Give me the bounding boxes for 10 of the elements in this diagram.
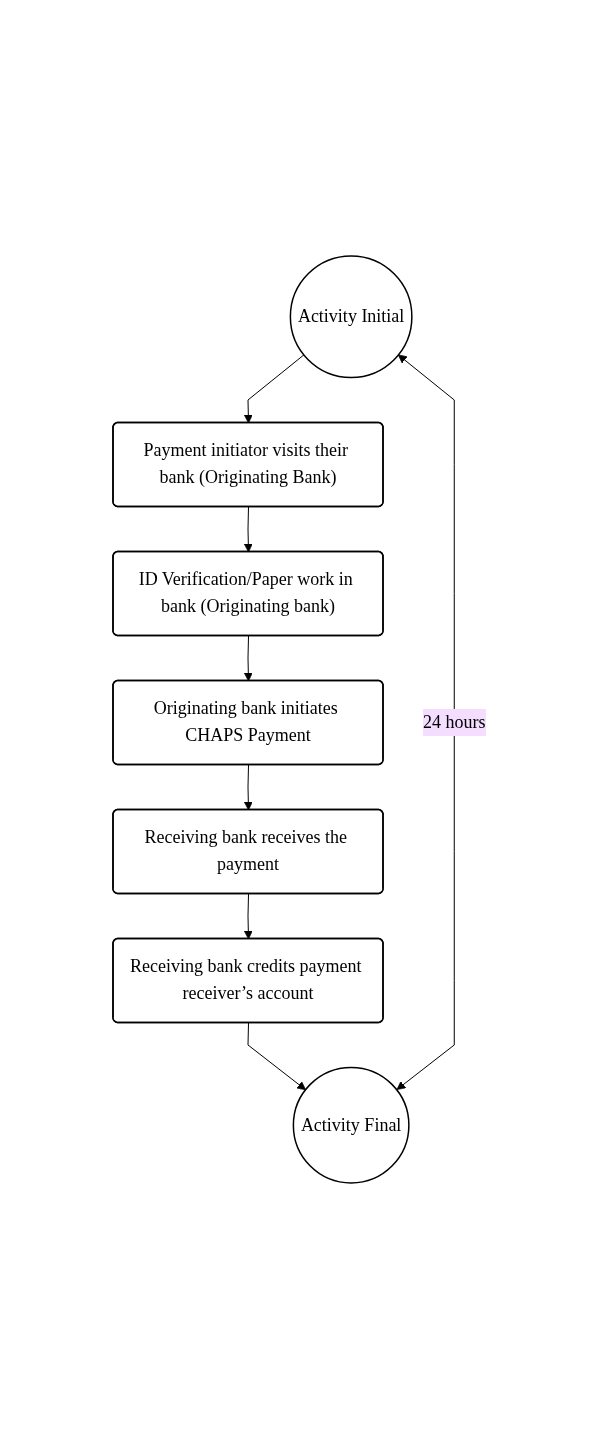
- arrow: [244, 506, 253, 553]
- arrow: [396, 354, 455, 1090]
- node-circle: Activity Initial: [289, 255, 413, 379]
- arrow: [244, 764, 253, 811]
- node-circle: Activity Final: [292, 1066, 410, 1184]
- arrow: [244, 635, 253, 682]
- arrow: [244, 893, 253, 940]
- edge-label: 24 hours: [423, 711, 486, 732]
- arrow: [244, 354, 305, 424]
- arrow: [247, 1022, 307, 1091]
